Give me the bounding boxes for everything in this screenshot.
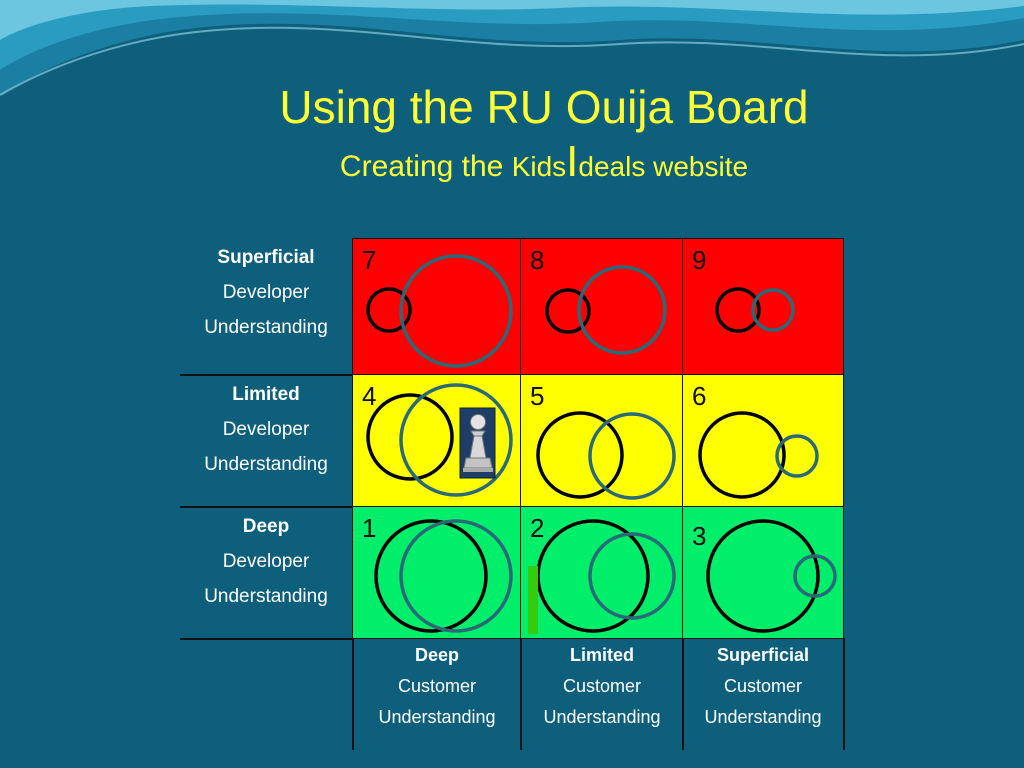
cell-number: 7 (362, 245, 377, 275)
cell-5: 5 (520, 374, 683, 507)
cell-number: 3 (692, 521, 707, 551)
column-label-limited: Limited Customer Understanding (521, 638, 683, 750)
column-label-line3: Understanding (704, 707, 822, 727)
row-label-line3: Understanding (204, 454, 328, 475)
cell-number: 8 (530, 245, 545, 275)
cell-4: 4 (352, 374, 521, 507)
cell-8: 8 (520, 238, 683, 375)
row-label-limited: Limited Developer Understanding (180, 375, 352, 507)
cell-9: 9 (682, 238, 844, 375)
cell-2: 2 (520, 506, 683, 639)
cell-number: 1 (362, 513, 377, 543)
column-divider (520, 638, 522, 750)
row-label-line3: Understanding (204, 317, 328, 338)
cell-number: 4 (362, 381, 377, 411)
column-label-strong: Deep (414, 645, 459, 665)
subtitle-kids: Kids (511, 151, 567, 182)
cell-1: 1 (352, 506, 521, 639)
row-label-line2: Developer (222, 282, 310, 303)
header-waves (0, 0, 1024, 96)
subtitle-prefix: Creating the (339, 150, 512, 183)
cell-number: 6 (692, 381, 707, 411)
row-label-line2: Developer (222, 551, 310, 572)
ouija-board-grid: Superficial Developer Understanding Limi… (180, 238, 845, 750)
column-label-line2: Customer (723, 676, 803, 696)
column-label-line2: Customer (397, 676, 477, 696)
row-label-strong: Deep (242, 516, 290, 537)
column-label-strong: Superficial (716, 645, 810, 665)
row-label-deep: Deep Developer Understanding (180, 507, 352, 639)
cell-3: 3 (682, 506, 844, 639)
row-divider (180, 638, 352, 640)
column-divider (352, 638, 354, 750)
page-subtitle: Creating the KidsIdeals website (32, 140, 1024, 184)
column-label-line3: Understanding (378, 707, 496, 727)
subtitle-suffix: deals website (578, 151, 749, 182)
column-label-line2: Customer (562, 676, 642, 696)
cell-number: 2 (530, 513, 545, 543)
subtitle-big-i: I (566, 137, 579, 186)
cell-number: 9 (692, 245, 707, 275)
page-title: Using the RU Ouija Board (279, 81, 809, 133)
cell-6: 6 (682, 374, 844, 507)
row-label-strong: Superficial (217, 247, 315, 268)
row-label-line3: Understanding (204, 586, 328, 607)
row-divider (180, 506, 352, 508)
column-divider (843, 638, 845, 750)
row-divider (180, 374, 352, 376)
cell-number: 5 (530, 381, 545, 411)
column-label-deep: Deep Customer Understanding (353, 638, 521, 750)
row-label-strong: Limited (232, 384, 300, 405)
row-label-line2: Developer (222, 419, 310, 440)
column-divider (682, 638, 684, 750)
cell-7: 7 (352, 238, 521, 375)
row-label-superficial: Superficial Developer Understanding (180, 238, 352, 374)
column-label-strong: Limited (569, 645, 634, 665)
column-label-line3: Understanding (543, 707, 661, 727)
column-label-superficial: Superficial Customer Understanding (683, 638, 843, 750)
